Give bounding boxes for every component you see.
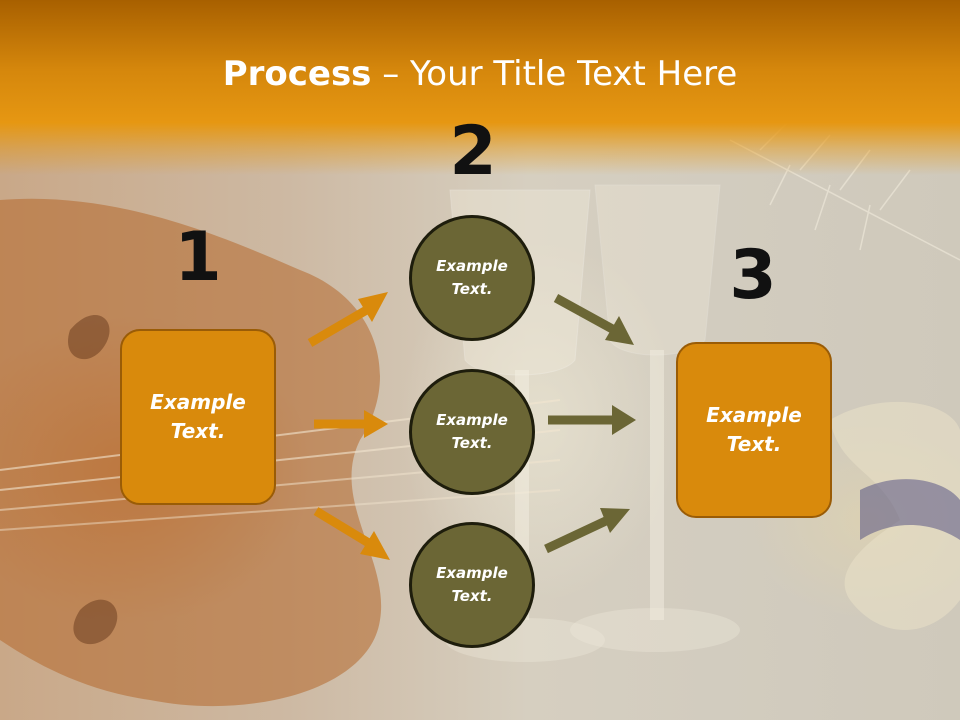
title-bold: Process xyxy=(222,54,372,94)
step-1-text: Example Text. xyxy=(150,390,246,443)
circle-middle-text: Example Text. xyxy=(436,411,508,452)
title-rest: – Your Title Text Here xyxy=(371,54,738,94)
step-2-circle-middle: Example Text. xyxy=(409,369,535,495)
step-3-box: Example Text. xyxy=(676,342,832,518)
title-band xyxy=(0,0,960,175)
arrow-top-to-3 xyxy=(553,294,634,345)
arrow-bottom-to-3 xyxy=(544,508,630,554)
step-number-3: 3 xyxy=(729,236,777,315)
circle-bottom-text: Example Text. xyxy=(436,564,508,605)
step-2-circle-top: Example Text. xyxy=(409,215,535,341)
arrow-1-to-middle xyxy=(314,410,388,438)
step-number-2: 2 xyxy=(449,112,497,191)
circle-top-text: Example Text. xyxy=(436,257,508,298)
arrow-1-to-top xyxy=(307,292,388,347)
step-2-circle-bottom: Example Text. xyxy=(409,522,535,648)
arrow-1-to-bottom xyxy=(313,507,390,560)
page-title: Process – Your Title Text Here xyxy=(0,52,960,96)
step-3-text: Example Text. xyxy=(706,403,802,456)
step-1-box: Example Text. xyxy=(120,329,276,505)
step-number-1: 1 xyxy=(174,218,222,297)
arrow-middle-to-3 xyxy=(548,405,636,435)
